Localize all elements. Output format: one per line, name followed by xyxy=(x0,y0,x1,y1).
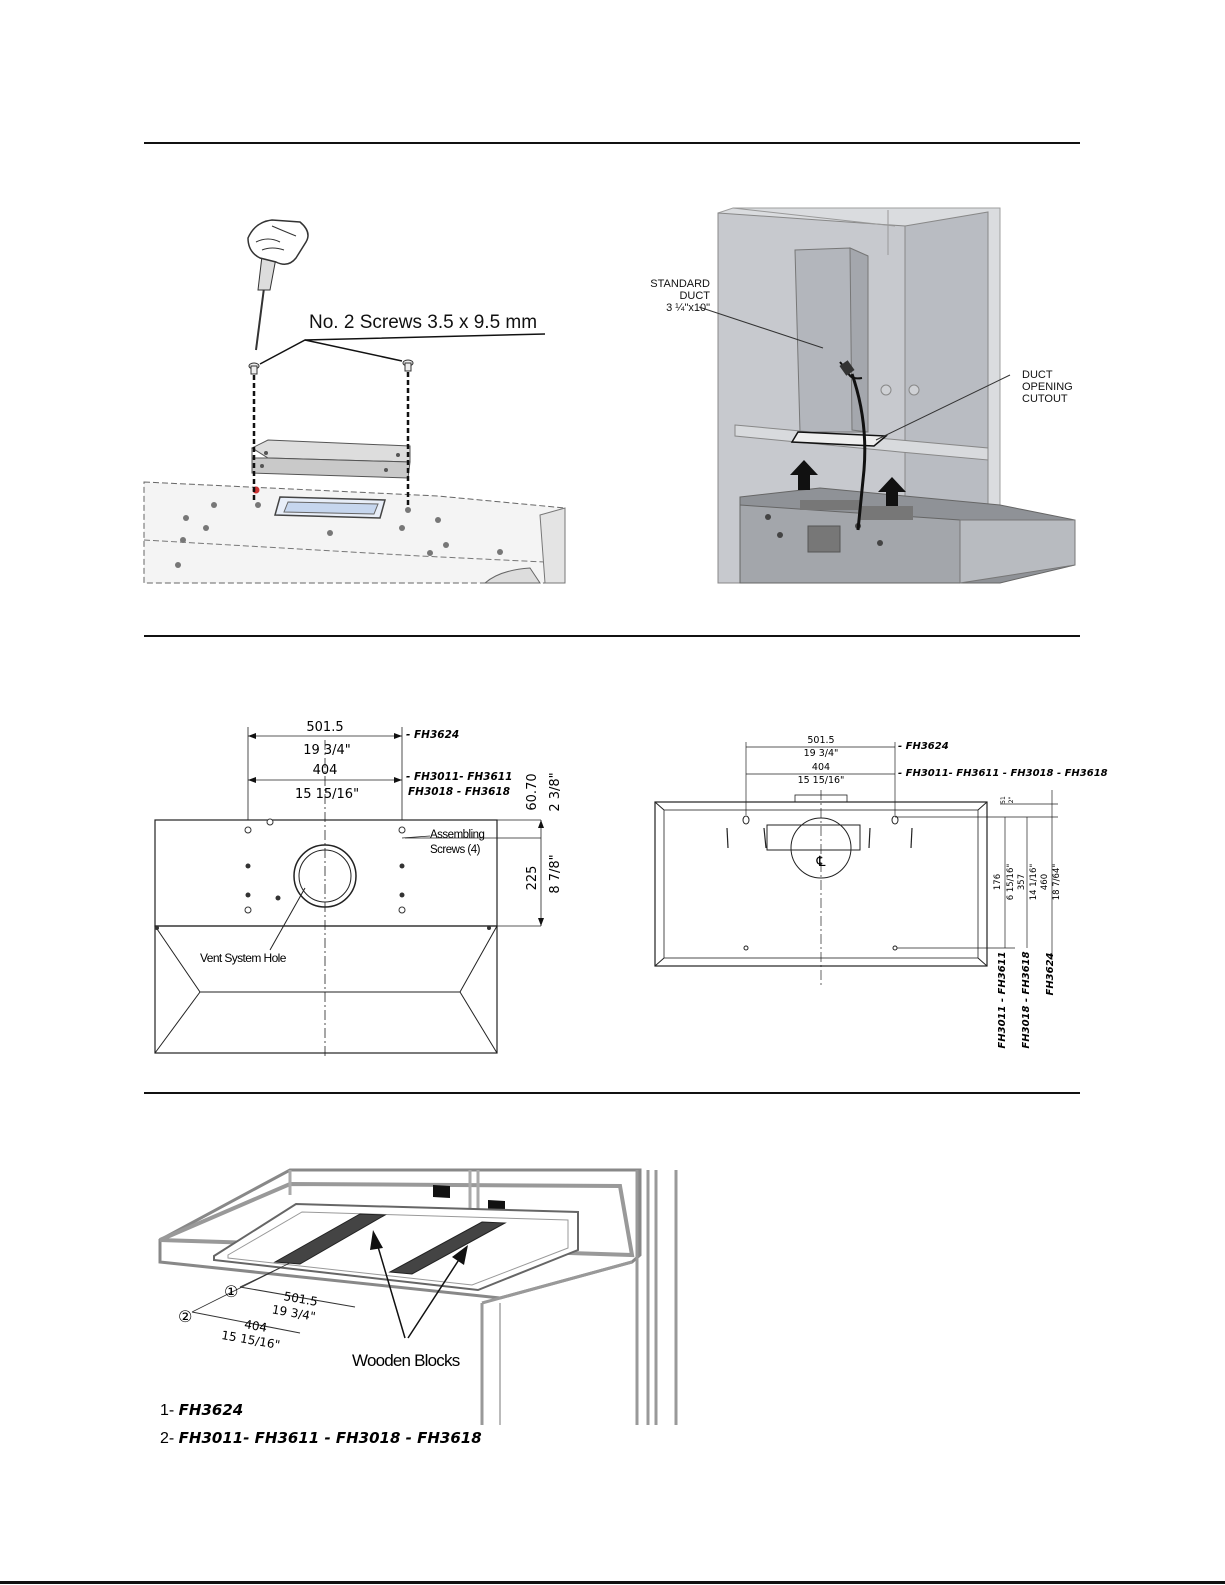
section1-illustrations: No. 2 Screws 3.5 x 9.5 mm STANDARD DUCT … xyxy=(143,207,1076,584)
wooden-blocks-illustration xyxy=(158,1168,678,1425)
left-w2-in: 15 15/16" xyxy=(295,787,359,802)
left-dimension-drawing xyxy=(154,727,542,1058)
section-rule-bottom xyxy=(0,1581,1225,1584)
screws-label: No. 2 Screws 3.5 x 9.5 mm xyxy=(309,312,537,333)
right-dimension-drawing xyxy=(654,742,1058,985)
right-d1: 176 xyxy=(993,874,1003,890)
right-w2: 404 xyxy=(812,762,830,773)
right-d3-in: 18 7/64" xyxy=(1052,864,1062,901)
vent-hole-label: Vent System Hole xyxy=(200,951,287,965)
assembling-screws-label-2: Screws (4) xyxy=(430,844,481,856)
s3-w1: 501.5 xyxy=(283,1289,319,1309)
right-group3: FH3624 xyxy=(1045,952,1056,995)
right-w2-in: 15 15/16" xyxy=(798,775,845,786)
section-rule-3 xyxy=(144,1092,1080,1094)
section-rule-2 xyxy=(144,635,1080,637)
left-v1-in: 2 3/8" xyxy=(548,772,563,811)
legend-1-model: FH3624 xyxy=(179,1401,244,1419)
duct-label-2: DUCT xyxy=(679,290,710,302)
legend-2: 2- FH3011- FH3611 - FH3018 - FH3618 xyxy=(160,1429,482,1447)
left-v1: 60.70 xyxy=(525,773,540,810)
section-rule-1 xyxy=(144,142,1080,144)
section2-drawings: 501.5 19 3/4" 404 15 15/16" - FH3624 - F… xyxy=(154,720,1108,1058)
mark-2: ② xyxy=(178,1307,192,1326)
right-group2: FH3018 - FH3618 xyxy=(1021,951,1032,1048)
right-model-b: - FH3011- FH3611 - FH3018 - FH3618 xyxy=(898,768,1108,779)
left-model-b1: - FH3011- FH3611 xyxy=(406,771,512,783)
centerline-symbol: ℄ xyxy=(816,854,826,870)
left-v2: 225 xyxy=(525,866,540,891)
right-d2: 357 xyxy=(1017,874,1027,890)
s3-w2: 404 xyxy=(243,1317,268,1335)
left-model-a: - FH3624 xyxy=(406,729,459,741)
legend-2-model: FH3011- FH3611 - FH3018 - FH3618 xyxy=(179,1429,482,1447)
right-d1-in: 6 15/16" xyxy=(1006,864,1016,901)
legend-1-prefix: 1- xyxy=(160,1402,179,1419)
right-d3: 460 xyxy=(1040,874,1050,890)
legend-1: 1- FH3624 xyxy=(160,1401,243,1419)
duct-label-3: 3 ¼"x10" xyxy=(666,302,710,314)
cutout-label-1: DUCT xyxy=(1022,369,1053,381)
right-small-dim: 51 xyxy=(1000,796,1007,804)
duct-label-1: STANDARD xyxy=(650,278,710,290)
hood-top-illustration xyxy=(143,219,566,584)
right-d2-in: 14 1/16" xyxy=(1029,864,1039,901)
left-w1: 501.5 xyxy=(306,720,343,735)
wooden-blocks-label: Wooden Blocks xyxy=(352,1351,460,1370)
right-small-dim-in: 2" xyxy=(1008,796,1015,803)
right-model-a: - FH3624 xyxy=(898,741,949,752)
left-w2: 404 xyxy=(313,763,338,778)
cutout-label-2: OPENING xyxy=(1022,381,1073,393)
left-v2-in: 8 7/8" xyxy=(548,854,563,893)
mark-1: ① xyxy=(224,1282,238,1301)
assembling-screws-label-1: Assembling xyxy=(430,829,485,841)
right-w1-in: 19 3/4" xyxy=(804,748,839,759)
left-w1-in: 19 3/4" xyxy=(303,743,351,758)
legend-2-prefix: 2- xyxy=(160,1430,179,1447)
left-model-b2: FH3018 - FH3618 xyxy=(408,786,510,798)
cabinet-duct-illustration xyxy=(698,207,1076,584)
right-group1: FH3011 - FH3611 xyxy=(997,951,1008,1048)
cutout-label-3: CUTOUT xyxy=(1022,393,1068,405)
right-w1: 501.5 xyxy=(807,735,834,746)
